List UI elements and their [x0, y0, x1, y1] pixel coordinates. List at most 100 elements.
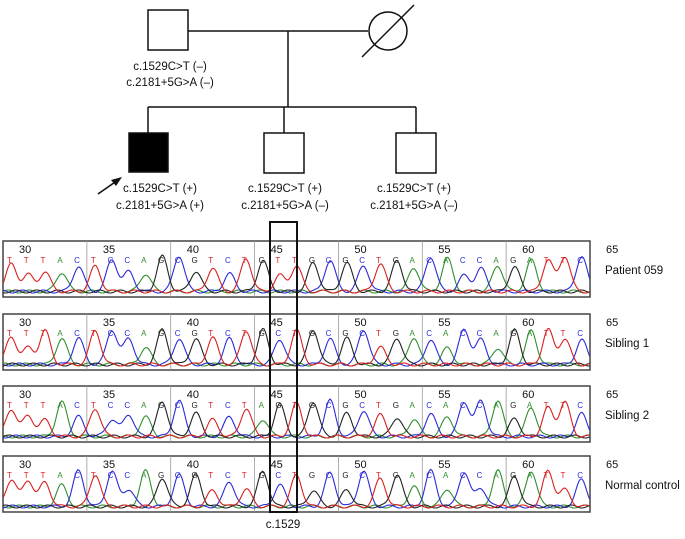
base-call: G: [158, 471, 164, 480]
base-call: T: [242, 471, 247, 480]
base-call: G: [158, 401, 164, 410]
base-call: A: [410, 471, 416, 480]
base-call: A: [493, 401, 499, 410]
base-call: T: [41, 401, 46, 410]
c1529-highlight-box: [269, 221, 298, 513]
base-call: C: [359, 471, 365, 480]
base-call: T: [376, 256, 381, 265]
track-label: Sibling 2: [605, 410, 649, 422]
position-number: 65: [606, 389, 618, 401]
base-call: A: [141, 256, 147, 265]
base-call: G: [259, 329, 265, 338]
base-call: G: [309, 329, 315, 338]
base-call: C: [74, 401, 80, 410]
base-call: A: [527, 329, 533, 338]
base-call: C: [108, 329, 114, 338]
base-call: A: [57, 401, 63, 410]
base-call: A: [141, 471, 147, 480]
base-call: C: [577, 471, 583, 480]
sibling-b-genotype-line-2: c.2181+5G>A (–): [370, 200, 458, 212]
proband-genotype-line-2: c.2181+5G>A (+): [116, 200, 204, 212]
base-call: A: [443, 471, 449, 480]
base-call: G: [158, 256, 164, 265]
base-call: T: [560, 471, 565, 480]
base-call: T: [376, 471, 381, 480]
base-call: A: [493, 329, 499, 338]
base-call: C: [359, 401, 365, 410]
position-number: 60: [522, 389, 534, 401]
base-call: C: [275, 471, 281, 480]
base-call: T: [292, 256, 297, 265]
sibling-a-genotype-line-2: c.2181+5G>A (–): [241, 200, 329, 212]
base-call: G: [342, 471, 348, 480]
base-call: T: [376, 401, 381, 410]
track-label: Patient 059: [605, 265, 663, 277]
base-call: C: [577, 401, 583, 410]
father-symbol: [147, 9, 189, 51]
position-number: 60: [522, 317, 534, 329]
base-call: T: [7, 471, 12, 480]
base-call: T: [41, 471, 46, 480]
base-call: G: [191, 256, 197, 265]
position-number: 45: [271, 389, 283, 401]
base-call: C: [225, 329, 231, 338]
base-call: C: [326, 401, 332, 410]
position-number: 45: [271, 459, 283, 471]
base-call: C: [426, 256, 432, 265]
base-call: C: [124, 256, 130, 265]
base-call: C: [477, 329, 483, 338]
base-call: T: [544, 401, 549, 410]
sibling-a-symbol: [263, 132, 305, 174]
base-call: T: [24, 471, 29, 480]
base-call: T: [7, 401, 12, 410]
base-call: C: [124, 471, 130, 480]
base-call: C: [175, 329, 181, 338]
base-call: T: [376, 329, 381, 338]
base-call: C: [359, 256, 365, 265]
base-call: A: [493, 471, 499, 480]
position-number: 65: [606, 459, 618, 471]
position-number: 50: [354, 317, 366, 329]
base-call: C: [74, 329, 80, 338]
base-call: T: [208, 329, 213, 338]
base-call: G: [342, 256, 348, 265]
base-call: G: [510, 401, 516, 410]
position-number: 35: [103, 317, 115, 329]
deceased-slash: [361, 4, 415, 58]
base-call: C: [175, 401, 181, 410]
position-number: 35: [103, 244, 115, 256]
c1529-highlight-label: c.1529: [266, 519, 301, 531]
position-number: 65: [606, 317, 618, 329]
base-call: A: [141, 329, 147, 338]
base-call: A: [527, 471, 533, 480]
base-call: T: [41, 256, 46, 265]
track-label: Sibling 1: [605, 338, 649, 350]
base-call: T: [560, 329, 565, 338]
base-call: G: [510, 471, 516, 480]
base-call: G: [191, 329, 197, 338]
base-call: C: [326, 471, 332, 480]
base-call: A: [57, 329, 63, 338]
base-call: G: [191, 401, 197, 410]
base-call: T: [560, 256, 565, 265]
position-number: 50: [354, 244, 366, 256]
sibling-b-symbol: [395, 132, 437, 174]
position-number: 40: [187, 244, 199, 256]
proband-arrow-head: [111, 177, 122, 186]
base-call: A: [410, 256, 416, 265]
proband-genotype-line-1: c.1529C>T (+): [123, 183, 197, 195]
position-number: 30: [19, 459, 31, 471]
base-call: C: [426, 401, 432, 410]
base-call: G: [393, 329, 399, 338]
base-call: C: [477, 401, 483, 410]
position-number: 35: [103, 459, 115, 471]
position-number: 45: [271, 244, 283, 256]
sibling-a-genotype-line-1: c.1529C>T (+): [248, 183, 322, 195]
base-call: A: [527, 401, 533, 410]
base-call: G: [259, 256, 265, 265]
position-number: 60: [522, 459, 534, 471]
base-call: T: [292, 401, 297, 410]
base-call: T: [275, 256, 280, 265]
